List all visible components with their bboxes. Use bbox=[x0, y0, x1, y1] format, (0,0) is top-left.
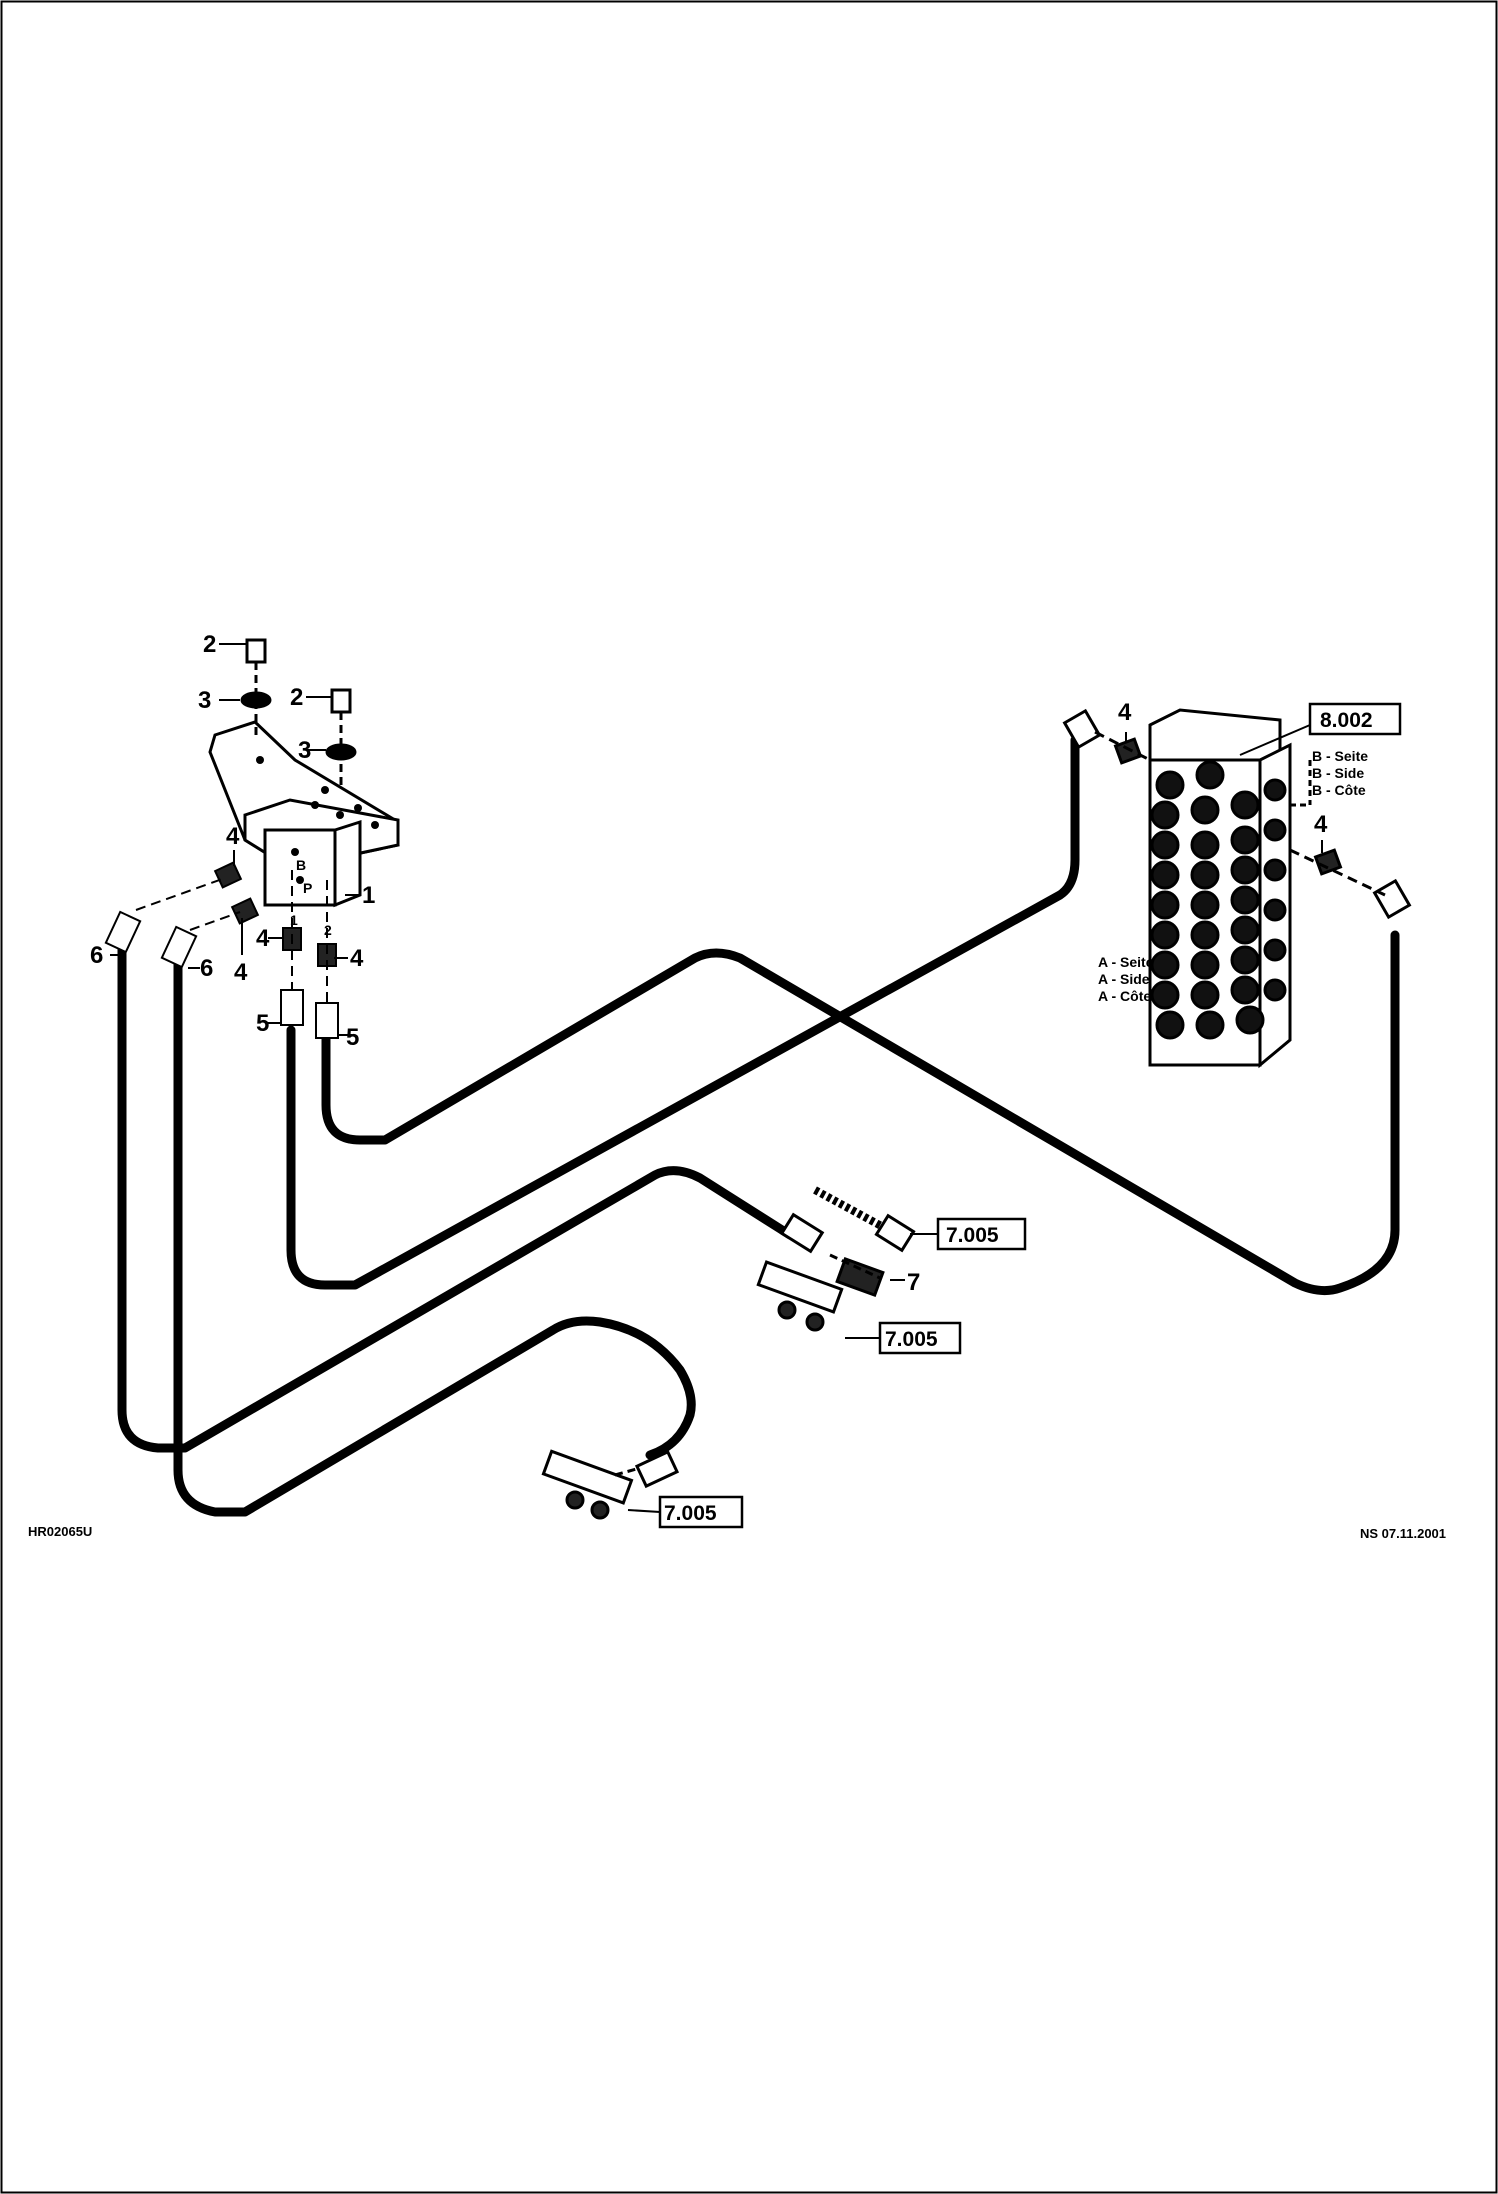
callout-4d: 4 bbox=[350, 945, 364, 972]
ref-box-7005-upper: 7.005 bbox=[946, 1224, 999, 1247]
port-label-1: 1 bbox=[290, 912, 298, 928]
side-b-de: B - Seite bbox=[1312, 748, 1368, 764]
fitting-4a bbox=[213, 861, 243, 889]
side-a-en: A - Side bbox=[1098, 971, 1150, 987]
callout-6a: 6 bbox=[90, 942, 103, 969]
elbow-valve-right bbox=[1372, 878, 1412, 920]
callout-6b: 6 bbox=[200, 955, 213, 982]
bolt-1 bbox=[245, 638, 267, 664]
side-a-fr: A - Côte bbox=[1098, 988, 1151, 1004]
elbow-6b bbox=[160, 925, 198, 969]
hoses bbox=[117, 735, 1400, 1517]
elbow-6a bbox=[104, 910, 142, 954]
leader-lines bbox=[110, 643, 1323, 1513]
fitting-7005-upper bbox=[874, 1213, 916, 1253]
callout-5b: 5 bbox=[346, 1024, 359, 1051]
fitting-lower-connector bbox=[634, 1449, 680, 1489]
fittings-7005 bbox=[541, 1186, 916, 1520]
port-labels: 1 2 B P bbox=[290, 857, 332, 938]
hose-pilot-crossing-right bbox=[321, 930, 1400, 1296]
pilot-control-valve bbox=[208, 638, 400, 908]
elbow-valve-top bbox=[1062, 708, 1102, 750]
tee-fitting-7005-lower bbox=[541, 1449, 634, 1505]
hose-left-to-fitting-7 bbox=[117, 945, 795, 1453]
callout-3a: 3 bbox=[198, 687, 211, 714]
fitting-5b bbox=[315, 1002, 339, 1039]
callout-2b: 2 bbox=[290, 684, 303, 711]
washer-2 bbox=[325, 743, 357, 761]
callout-1: 1 bbox=[362, 882, 375, 909]
hose-pilot-to-valve-top bbox=[286, 735, 1080, 1290]
callout-3b: 3 bbox=[298, 737, 311, 764]
callout-4f: 4 bbox=[1314, 811, 1328, 838]
drawing-date: NS 07.11.2001 bbox=[1360, 1526, 1446, 1541]
fitting-4b bbox=[230, 897, 260, 925]
callout-5a: 5 bbox=[256, 1010, 269, 1037]
fitting-upper-connector bbox=[779, 1212, 825, 1254]
port-label-p: P bbox=[303, 880, 312, 896]
control-valve-block bbox=[1062, 708, 1412, 1069]
port-label-b: B bbox=[296, 857, 306, 873]
fitting-5a bbox=[280, 989, 304, 1026]
hose-stub bbox=[813, 1186, 887, 1232]
reference-boxes: 8.002 7.005 7.005 7.005 bbox=[658, 702, 1402, 1529]
fitting-4f bbox=[1313, 848, 1343, 876]
callout-4e: 4 bbox=[1118, 699, 1132, 726]
fitting-4e bbox=[1113, 737, 1143, 765]
ref-box-7005-mid: 7.005 bbox=[885, 1328, 938, 1351]
side-labels: B - Seite B - Side B - Côte A - Seite A … bbox=[1098, 748, 1368, 1004]
drawing-code: HR02065U bbox=[28, 1524, 92, 1539]
tee-fitting-7005-mid bbox=[756, 1260, 844, 1314]
callout-7: 7 bbox=[907, 1269, 920, 1296]
side-a-de: A - Seite bbox=[1098, 954, 1154, 970]
callout-2a: 2 bbox=[203, 631, 216, 658]
hose-left-to-lower-fitting bbox=[173, 945, 696, 1517]
ref-box-7005-lower: 7.005 bbox=[664, 1502, 717, 1525]
ref-box-8002: 8.002 bbox=[1320, 709, 1373, 732]
callout-4c: 4 bbox=[256, 925, 270, 952]
fitting-7 bbox=[835, 1256, 885, 1298]
washer-1 bbox=[240, 691, 272, 709]
side-b-fr: B - Côte bbox=[1312, 782, 1366, 798]
side-b-en: B - Side bbox=[1312, 765, 1364, 781]
callout-numbers: 2 3 2 3 4 1 4 4 4 5 5 6 6 7 4 4 bbox=[90, 631, 1328, 1296]
port-label-2: 2 bbox=[324, 922, 332, 938]
callout-4a: 4 bbox=[226, 823, 240, 850]
callout-4b: 4 bbox=[234, 959, 248, 986]
pilot-fittings bbox=[104, 861, 339, 1039]
bolt-2 bbox=[330, 688, 352, 714]
